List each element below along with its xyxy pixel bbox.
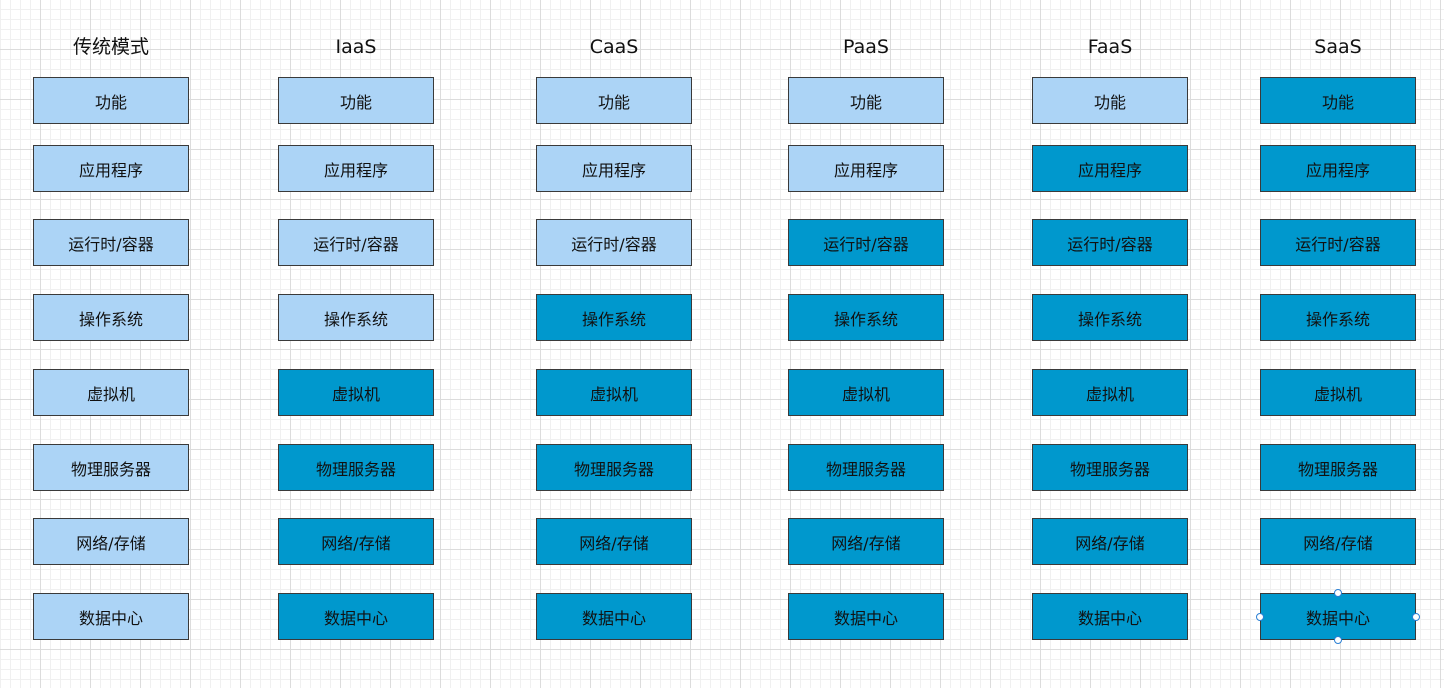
layer-box-traditional-0[interactable]: 功能	[33, 77, 189, 124]
layer-box-iaas-7[interactable]: 数据中心	[278, 593, 434, 640]
layer-box-traditional-2[interactable]: 运行时/容器	[33, 219, 189, 266]
layer-box-paas-7[interactable]: 数据中心	[788, 593, 944, 640]
layer-box-saas-7[interactable]: 数据中心	[1260, 593, 1416, 640]
layer-box-faas-2[interactable]: 运行时/容器	[1032, 219, 1188, 266]
layer-box-traditional-6[interactable]: 网络/存储	[33, 518, 189, 565]
layer-box-faas-1[interactable]: 应用程序	[1032, 145, 1188, 192]
layer-box-saas-0[interactable]: 功能	[1260, 77, 1416, 124]
layer-box-paas-6[interactable]: 网络/存储	[788, 518, 944, 565]
layer-box-caas-1[interactable]: 应用程序	[536, 145, 692, 192]
layer-box-iaas-0[interactable]: 功能	[278, 77, 434, 124]
selection-handle-left[interactable]	[1256, 612, 1264, 621]
layer-box-traditional-5[interactable]: 物理服务器	[33, 444, 189, 491]
layer-box-iaas-2[interactable]: 运行时/容器	[278, 219, 434, 266]
column-title-faas: FaaS	[1087, 36, 1133, 58]
layer-box-paas-4[interactable]: 虚拟机	[788, 369, 944, 416]
layer-box-faas-7[interactable]: 数据中心	[1032, 593, 1188, 640]
layer-box-faas-4[interactable]: 虚拟机	[1032, 369, 1188, 416]
layer-box-paas-5[interactable]: 物理服务器	[788, 444, 944, 491]
layer-box-caas-4[interactable]: 虚拟机	[536, 369, 692, 416]
layer-box-paas-0[interactable]: 功能	[788, 77, 944, 124]
layer-box-saas-3[interactable]: 操作系统	[1260, 294, 1416, 341]
layer-box-caas-7[interactable]: 数据中心	[536, 593, 692, 640]
layer-box-traditional-3[interactable]: 操作系统	[33, 294, 189, 341]
layer-box-saas-6[interactable]: 网络/存储	[1260, 518, 1416, 565]
column-title-paas: PaaS	[843, 36, 889, 58]
layer-box-caas-0[interactable]: 功能	[536, 77, 692, 124]
column-title-iaas: IaaS	[335, 36, 377, 58]
layer-box-iaas-6[interactable]: 网络/存储	[278, 518, 434, 565]
selection-handle-right[interactable]	[1412, 612, 1420, 621]
layer-box-saas-4[interactable]: 虚拟机	[1260, 369, 1416, 416]
column-title-saas: SaaS	[1314, 36, 1362, 58]
layer-box-iaas-5[interactable]: 物理服务器	[278, 444, 434, 491]
layer-box-traditional-1[interactable]: 应用程序	[33, 145, 189, 192]
layer-box-caas-2[interactable]: 运行时/容器	[536, 219, 692, 266]
layer-box-iaas-3[interactable]: 操作系统	[278, 294, 434, 341]
layer-box-caas-6[interactable]: 网络/存储	[536, 518, 692, 565]
layer-box-traditional-4[interactable]: 虚拟机	[33, 369, 189, 416]
layer-box-saas-2[interactable]: 运行时/容器	[1260, 219, 1416, 266]
layer-box-paas-1[interactable]: 应用程序	[788, 145, 944, 192]
layer-box-faas-5[interactable]: 物理服务器	[1032, 444, 1188, 491]
layer-box-paas-2[interactable]: 运行时/容器	[788, 219, 944, 266]
layer-box-iaas-4[interactable]: 虚拟机	[278, 369, 434, 416]
layer-box-faas-0[interactable]: 功能	[1032, 77, 1188, 124]
layer-box-iaas-1[interactable]: 应用程序	[278, 145, 434, 192]
column-title-traditional: 传统模式	[72, 36, 149, 58]
column-title-caas: CaaS	[589, 36, 639, 58]
selection-handle-top[interactable]	[1334, 589, 1342, 597]
selection-handle-bottom[interactable]	[1334, 636, 1342, 644]
layer-box-saas-1[interactable]: 应用程序	[1260, 145, 1416, 192]
layer-box-caas-5[interactable]: 物理服务器	[536, 444, 692, 491]
layer-box-saas-5[interactable]: 物理服务器	[1260, 444, 1416, 491]
layer-box-faas-6[interactable]: 网络/存储	[1032, 518, 1188, 565]
layer-box-paas-3[interactable]: 操作系统	[788, 294, 944, 341]
layer-box-traditional-7[interactable]: 数据中心	[33, 593, 189, 640]
layer-box-caas-3[interactable]: 操作系统	[536, 294, 692, 341]
layer-box-faas-3[interactable]: 操作系统	[1032, 294, 1188, 341]
